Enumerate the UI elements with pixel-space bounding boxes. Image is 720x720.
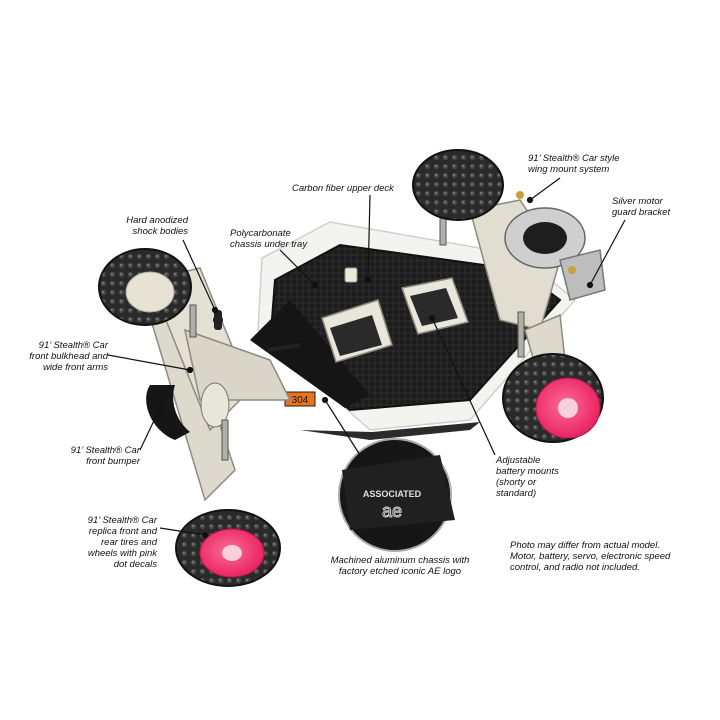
associated-logo-text: ASSOCIATED	[363, 489, 422, 499]
label-silver-motor-guard-bracket: Silver motor guard bracket	[612, 196, 671, 218]
label-wing-mount-system: 91’ Stealth® Car style wing mount system	[528, 153, 620, 175]
ae-logo-mark: ae	[382, 501, 402, 521]
battery-mounts	[321, 267, 469, 363]
motor-guard-bracket	[559, 249, 606, 301]
label-front-bumper: 91’ Stealth® Car front bumper	[70, 445, 140, 467]
label-replica-tires-wheels: 91’ Stealth® Car replica front and rear …	[87, 515, 157, 570]
label-hard-anodized-shock-bodies: Hard anodized shock bodies	[126, 215, 188, 237]
front-bumper	[146, 385, 190, 440]
label-machined-aluminum-chassis: Machined aluminum chassis with factory e…	[330, 555, 470, 577]
disclaimer-text: Photo may differ from actual model. Moto…	[510, 540, 671, 573]
label-polycarbonate-under-tray: Polycarbonate chassis under tray	[230, 228, 308, 250]
rear-end	[439, 191, 606, 366]
ae-logo-inset: ASSOCIATED ae	[338, 438, 455, 552]
front-left-wheel	[98, 248, 192, 326]
rear-left-wheel	[412, 149, 504, 221]
number-plate-text: 304	[292, 395, 309, 406]
callout-lines	[107, 177, 626, 539]
rear-right-wheel	[502, 353, 604, 443]
label-front-bulkhead-arms: 91’ Stealth® Car front bulkhead and wide…	[29, 340, 108, 373]
label-adjustable-battery-mounts: Adjustable battery mounts (shorty or sta…	[496, 455, 559, 499]
front-right-wheel	[175, 509, 281, 587]
label-carbon-fiber-upper-deck: Carbon fiber upper deck	[292, 183, 394, 194]
